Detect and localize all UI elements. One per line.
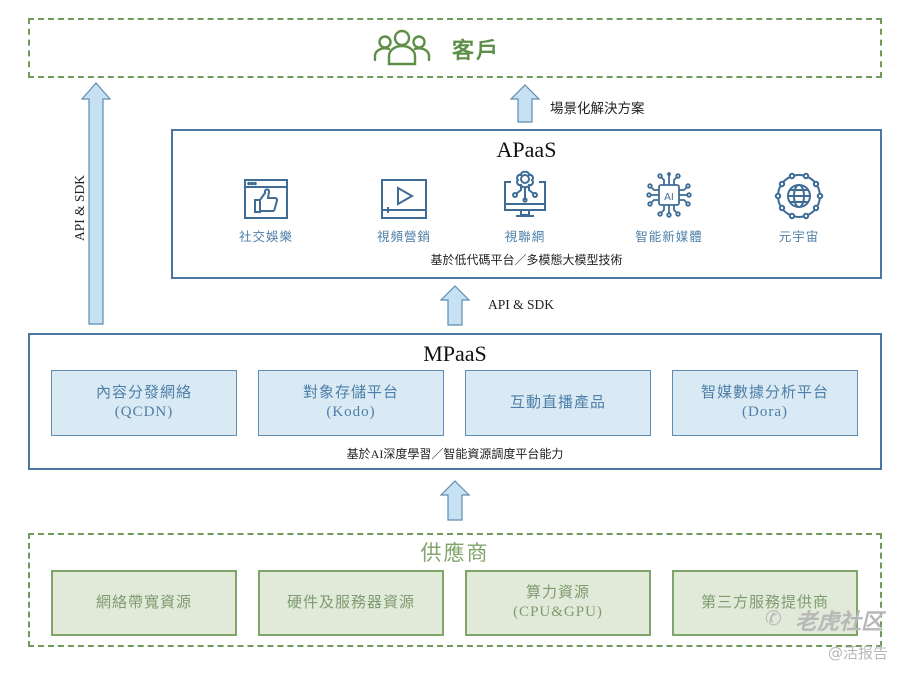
svg-text:AI: AI <box>664 192 674 203</box>
app-label: 智能新媒體 <box>635 230 703 244</box>
app-metaverse[interactable]: 元宇宙 <box>744 172 854 245</box>
watermark-logo-icon: ✆ <box>765 606 782 630</box>
resource-name: 硬件及服務器資源 <box>286 594 415 611</box>
thumbs-up-browser-icon <box>244 179 288 219</box>
customer-layer <box>28 18 882 78</box>
supplier-layer <box>28 533 882 647</box>
product-qcdn[interactable]: 內容分發網絡 (QCDN) <box>51 370 237 436</box>
globe-network-icon <box>774 172 824 220</box>
users-icon <box>372 26 432 71</box>
app-label: 視頻營銷 <box>376 230 431 244</box>
product-code: (Kodo) <box>326 404 376 420</box>
watermark-brand: 老虎社区 <box>795 610 884 635</box>
resource-name: 網絡帶寬資源 <box>95 594 192 611</box>
product-code: (QCDN) <box>114 404 174 420</box>
product-name: 智媒數據分析平台 <box>700 385 829 401</box>
resource-bandwidth[interactable]: 網絡帶寬資源 <box>51 570 237 636</box>
video-play-icon <box>381 179 427 219</box>
product-name: 對象存儲平台 <box>302 385 399 401</box>
smart-monitor-icon <box>504 170 546 217</box>
resource-third-party[interactable]: 第三方服務提供商 <box>672 570 858 636</box>
resource-name: 第三方服務提供商 <box>700 594 829 611</box>
scenario-solution-label: 場景化解決方案 <box>550 101 645 116</box>
app-label: 視聯網 <box>504 230 546 244</box>
side-arrow-label: API & SDK <box>72 175 87 242</box>
ai-chip-icon: AI <box>646 172 692 218</box>
product-dora[interactable]: 智媒數據分析平台 (Dora) <box>672 370 858 436</box>
resource-name: 算力資源 <box>525 585 590 601</box>
resource-detail: (CPU&GPU) <box>513 604 603 620</box>
app-smart-new-media[interactable]: AI 智能新媒體 <box>614 170 724 245</box>
app-label: 元宇宙 <box>778 230 820 244</box>
apaas-title: APaaS <box>496 137 557 162</box>
app-video-iot[interactable]: 視聯網 <box>470 170 580 245</box>
api-sdk-label: API & SDK <box>488 297 555 312</box>
product-kodo[interactable]: 對象存儲平台 (Kodo) <box>258 370 444 436</box>
side-up-arrow <box>80 82 112 325</box>
apaas-subtitle: 基於低代碼平台／多模態大模型技術 <box>430 253 623 267</box>
product-live-streaming[interactable]: 互動直播產品 <box>465 370 651 436</box>
apaas-to-customer-arrow <box>509 84 541 123</box>
resource-hardware-servers[interactable]: 硬件及服務器資源 <box>258 570 444 636</box>
product-name: 互動直播產品 <box>509 394 606 411</box>
app-social-entertainment[interactable]: 社交娛樂 <box>211 178 321 245</box>
watermark-source: @活报告 <box>828 644 889 662</box>
supplier-title: 供應商 <box>420 541 490 565</box>
app-label: 社交娛樂 <box>238 230 293 244</box>
product-code: (Dora) <box>742 404 788 420</box>
product-name: 內容分發網絡 <box>95 385 192 401</box>
mpaas-subtitle: 基於AI深度學習／智能資源調度平台能力 <box>346 447 564 461</box>
customer-label: 客戶 <box>452 38 501 63</box>
mpaas-title: MPaaS <box>423 341 487 366</box>
supplier-to-mpaas-arrow <box>439 480 471 521</box>
mpaas-to-apaas-arrow <box>439 285 471 326</box>
app-video-marketing[interactable]: 視頻營銷 <box>349 178 459 245</box>
resource-compute[interactable]: 算力資源 (CPU&GPU) <box>465 570 651 636</box>
